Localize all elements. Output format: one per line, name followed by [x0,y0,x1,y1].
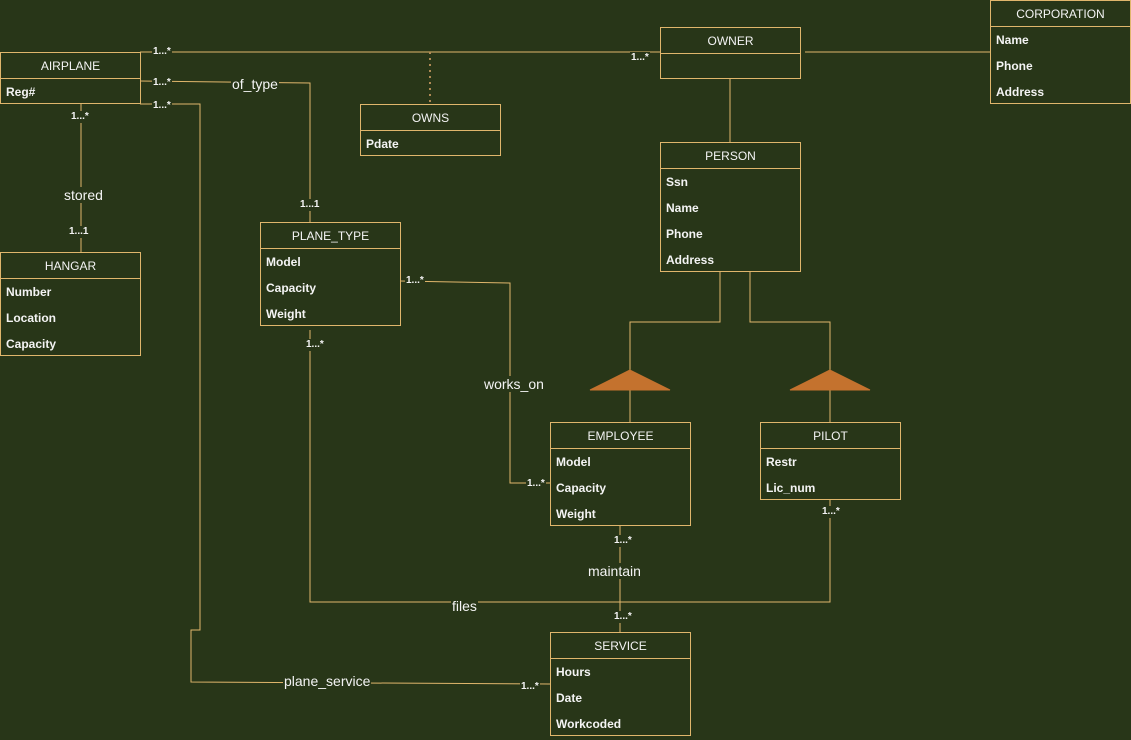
entity-service-attr: Date [556,691,583,705]
cardinality-airplane-hangar: 1...* [70,111,90,123]
entity-pilot-attr: Restr [766,455,797,469]
entity-person-title: PERSON [661,143,800,169]
entity-service-attr: Workcoded [556,717,622,731]
entity-corporation[interactable]: CORPORATION Name Phone Address [990,0,1131,104]
cardinality-type-airplane: 1...1 [299,199,321,211]
entity-hangar[interactable]: HANGAR Number Location Capacity [0,252,141,356]
entity-hangar-attr: Number [6,285,52,299]
cardinality-type-files: 1...* [305,339,325,351]
entity-airplane[interactable]: AIRPLANE Reg# [0,52,141,104]
entity-employee[interactable]: EMPLOYEE Model Capacity Weight [550,422,691,526]
relationship-label-files: files [451,598,478,614]
line-type-files [309,330,831,603]
cardinality-airplane-owner: 1...* [152,46,172,58]
entity-plane-type-attr: Capacity [266,281,317,295]
entity-employee-attr: Model [556,455,591,469]
entity-person-attr: Name [666,201,699,215]
entity-owns-title: OWNS [361,105,500,131]
entity-person[interactable]: PERSON Ssn Name Phone Address [660,142,801,272]
cardinality-employee-type: 1...* [526,478,546,490]
entity-pilot-attr: Lic_num [766,481,816,495]
cardinality-service-airplane: 1...* [520,681,540,693]
cardinality-type-employee: 1...* [405,275,425,287]
relationship-label-works-on: works_on [483,376,545,392]
isa-triangle-pilot [789,369,871,391]
entity-corporation-attr: Address [996,85,1045,99]
entity-owner[interactable]: OWNER [660,27,801,79]
entity-corporation-attr: Name [996,33,1029,47]
line-airplane-plane-service [140,103,551,685]
entity-service-attr: Hours [556,665,591,679]
entity-service[interactable]: SERVICE Hours Date Workcoded [550,632,691,736]
entity-pilot-title: PILOT [761,423,900,449]
cardinality-airplane-service: 1...* [152,100,172,112]
line-airplane-of-type [139,80,311,222]
entity-employee-attr: Capacity [556,481,607,495]
cardinality-owner-airplane: 1...* [630,52,650,64]
line-person-pilot-branch [749,272,831,370]
relationship-label-plane-service: plane_service [283,673,372,689]
entity-corporation-attr: Phone [996,59,1033,73]
entity-person-attr: Phone [666,227,703,241]
relationship-label-of-type: of_type [231,76,279,92]
cardinality-employee-maintain: 1...* [613,535,633,547]
cardinality-service-maintain: 1...* [613,611,633,623]
relationship-label-maintain: maintain [587,563,642,579]
entity-service-title: SERVICE [551,633,690,659]
line-person-employee-branch [629,272,721,370]
cardinality-airplane-type: 1...* [152,77,172,89]
relationship-label-stored: stored [63,187,104,203]
entity-corporation-title: CORPORATION [991,1,1130,27]
entity-plane-type[interactable]: PLANE_TYPE Model Capacity Weight [260,222,401,326]
cardinality-pilot-files: 1...* [821,506,841,518]
entity-hangar-attr: Capacity [6,337,57,351]
entity-owns-attr: Pdate [366,137,399,151]
entity-owner-title: OWNER [661,28,800,54]
entity-employee-attr: Weight [556,507,596,521]
entity-owns[interactable]: OWNS Pdate [360,104,501,156]
entity-employee-title: EMPLOYEE [551,423,690,449]
entity-plane-type-title: PLANE_TYPE [261,223,400,249]
entity-airplane-title: AIRPLANE [1,53,140,79]
entity-plane-type-attr: Weight [266,307,306,321]
cardinality-hangar-airplane: 1...1 [68,226,90,238]
entity-person-attr: Address [666,253,715,267]
entity-hangar-attr: Location [6,311,56,325]
entity-hangar-title: HANGAR [1,253,140,279]
entity-airplane-attr: Reg# [6,85,36,99]
entity-pilot[interactable]: PILOT Restr Lic_num [760,422,901,500]
entity-person-attr: Ssn [666,175,689,189]
isa-triangle-employee [589,369,671,391]
entity-plane-type-attr: Model [266,255,301,269]
